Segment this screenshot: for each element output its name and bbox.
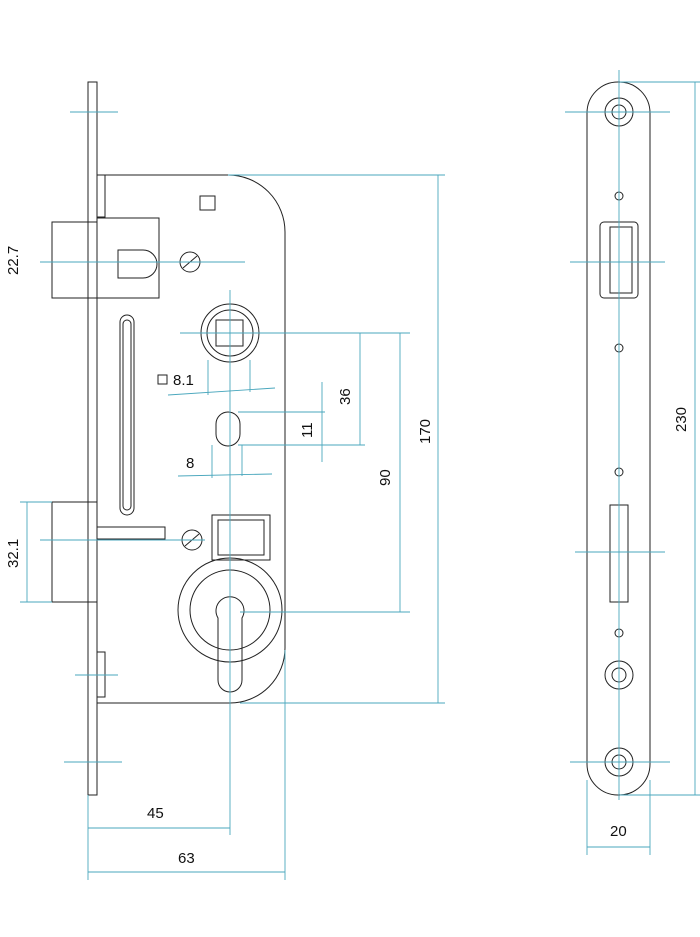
label-32-1: 32.1 [5,539,22,568]
label-45: 45 [147,805,164,822]
label-36: 36 [337,388,354,405]
latch-bolt [51,221,98,299]
dimension-labels: 22.7 32.1 8.1 36 11 8 170 90 230 45 63 2… [5,246,690,867]
label-8: 8 [186,455,194,472]
faceplate-side [87,81,98,796]
lock-case [96,174,286,704]
guide-slot [119,314,135,516]
label-230: 230 [673,407,690,432]
cylinder-cam-block [211,514,271,561]
label-20: 20 [610,823,627,840]
square-symbol-icon [157,374,168,385]
faceplate-front-view [565,70,700,855]
label-170: 170 [417,419,434,444]
oval-slot [215,411,241,447]
label-90: 90 [377,469,394,486]
deadbolt [51,501,98,603]
keyhole [215,596,245,693]
dimension-lines-front [20,111,445,880]
label-22-7: 22.7 [5,246,22,275]
label-63: 63 [178,850,195,867]
lock-body-front-view [51,81,286,796]
label-8-1: 8.1 [173,372,194,389]
faceplate [586,81,651,796]
label-11: 11 [299,422,316,438]
